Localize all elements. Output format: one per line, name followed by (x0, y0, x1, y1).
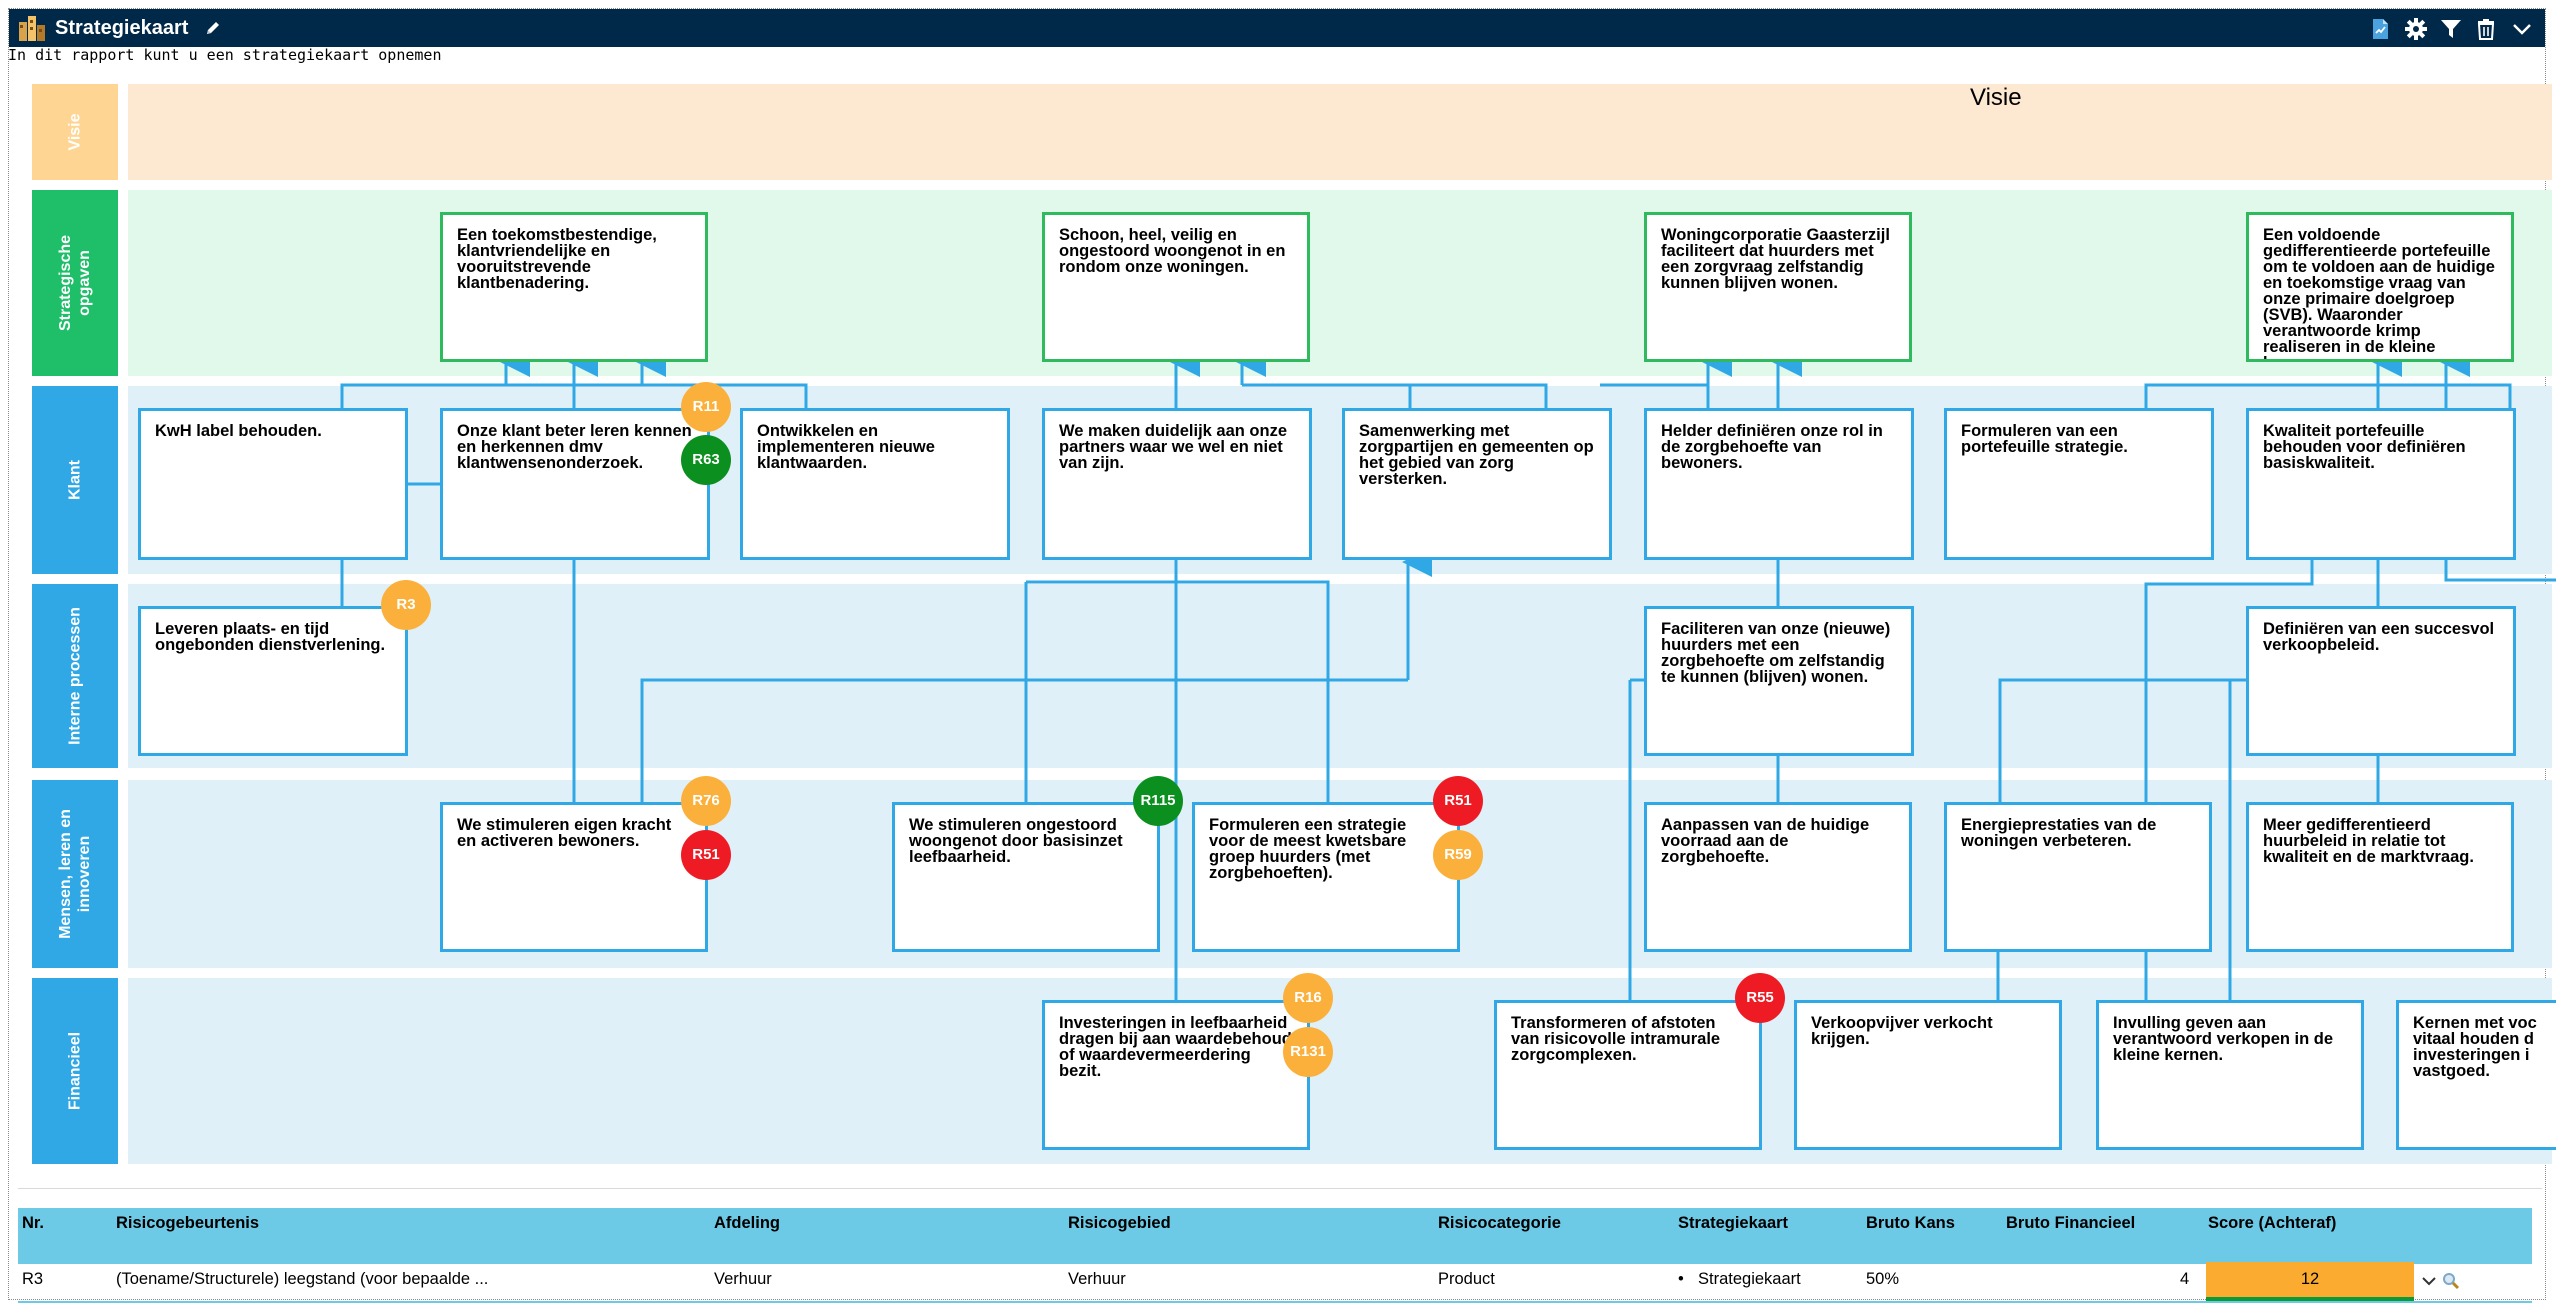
bullet-icon: • (1678, 1270, 1684, 1288)
objective-card[interactable]: Faciliteren van onze (nieuwe) huurders m… (1644, 606, 1914, 756)
risk-badge[interactable]: R16 (1283, 973, 1333, 1023)
goal-card[interactable]: Een toekomstbestendige, klantvriendelijk… (440, 212, 708, 362)
edit-pencil-icon[interactable] (205, 20, 221, 36)
cell-category: Product (1438, 1270, 1495, 1288)
column-header-nr[interactable]: Nr. (22, 1214, 45, 1232)
cell-nr: R3 (22, 1270, 44, 1288)
trash-icon[interactable] (2475, 18, 2497, 40)
risk-badge[interactable]: R115 (1133, 776, 1183, 826)
column-header-gross-probability[interactable]: Bruto Kans (1866, 1214, 1955, 1232)
lane-label-interne-processen: Interne processen (32, 584, 118, 768)
column-header-category[interactable]: Risicocategorie (1438, 1214, 1561, 1232)
objective-card[interactable]: Energieprestaties van de woningen verbet… (1944, 802, 2212, 952)
lane-interne-processen (128, 584, 2552, 768)
column-header-event[interactable]: Risicogebeurtenis (116, 1214, 260, 1232)
goal-card[interactable]: Een voldoende gedifferentieerde portefeu… (2246, 212, 2514, 362)
objective-card[interactable]: Onze klant beter leren kennen en herkenn… (440, 408, 710, 560)
risk-badge[interactable]: R76 (681, 776, 731, 826)
objective-card[interactable]: Samenwerking met zorgpartijen en gemeent… (1342, 408, 1612, 560)
column-header-department[interactable]: Afdeling (714, 1214, 780, 1232)
risk-badge[interactable]: R55 (1735, 973, 1785, 1023)
objective-card[interactable]: Helder definiëren onze rol in de zorgbeh… (1644, 408, 1914, 560)
risk-badge[interactable]: R51 (1433, 776, 1483, 826)
objective-card[interactable]: Invulling geven aan verantwoord verkopen… (2096, 1000, 2364, 1150)
column-header-score[interactable]: Score (Achteraf) (2208, 1214, 2337, 1232)
search-icon[interactable] (2442, 1272, 2460, 1290)
objective-card[interactable]: Meer gedifferentieerd huurbeleid in rela… (2246, 802, 2514, 952)
risk-badge[interactable]: R131 (1283, 1027, 1333, 1077)
column-header-gross-financial[interactable]: Bruto Financieel (2006, 1214, 2136, 1232)
objective-card[interactable]: Kwaliteit portefeuille behouden voor def… (2246, 408, 2516, 560)
table-row[interactable]: R3 (Toename/Structurele) leegstand (voor… (18, 1264, 2532, 1294)
cell-score: 12 (2206, 1262, 2414, 1302)
objective-card[interactable]: We stimuleren ongestoord woongenot door … (892, 802, 1160, 952)
cell-area: Verhuur (1068, 1270, 1126, 1288)
objective-card[interactable]: Aanpassen van de huidige voorraad aan de… (1644, 802, 1912, 952)
cell-gross-financial: 4 (2180, 1270, 2190, 1288)
lane-label-mensen-leren-innoveren: Mensen, leren en innoveren (32, 780, 118, 968)
risk-badge[interactable]: R59 (1433, 830, 1483, 880)
objective-card[interactable]: Formuleren een strategie voor de meest k… (1192, 802, 1460, 952)
table-separator (18, 1188, 2542, 1189)
objective-card[interactable]: Definiëren van een succesvol verkoopbele… (2246, 606, 2516, 756)
risk-badge[interactable]: R51 (681, 830, 731, 880)
cell-strategy-map[interactable]: Strategiekaart (1698, 1270, 1801, 1288)
title-bar: Strategiekaart (9, 9, 2545, 47)
lane-label-klant: Klant (32, 386, 118, 574)
lane-visie (128, 84, 2552, 180)
objective-card[interactable]: KwH label behouden. (138, 408, 408, 560)
chevron-down-icon[interactable] (2511, 18, 2533, 40)
report-description: In dit rapport kunt u een strategiekaart… (8, 46, 442, 64)
document-icon[interactable] (2369, 18, 2391, 40)
cell-gross-probability: 50% (1866, 1270, 1900, 1288)
cell-department: Verhuur (714, 1270, 772, 1288)
objective-card[interactable]: Kernen met voc vitaal houden d investeri… (2396, 1000, 2556, 1150)
risk-table-header: Nr. Risicogebeurtenis Afdeling Risicogeb… (18, 1208, 2532, 1264)
risk-badge[interactable]: R11 (681, 382, 731, 432)
objective-card[interactable]: Verkoopvijver verkocht krijgen. (1794, 1000, 2062, 1150)
filter-icon[interactable] (2440, 18, 2462, 40)
objective-card[interactable]: Investeringen in leefbaarheid dragen bij… (1042, 1000, 1310, 1150)
gear-icon[interactable] (2405, 18, 2427, 40)
lane-label-visie: Visie (32, 84, 118, 180)
goal-card[interactable]: Woningcorporatie Gaasterzijl faciliteert… (1644, 212, 1912, 362)
column-header-strategy-map[interactable]: Strategiekaart (1678, 1214, 1789, 1232)
objective-card[interactable]: We stimuleren eigen kracht en activeren … (440, 802, 708, 952)
cell-event: (Toename/Structurele) leegstand (voor be… (116, 1270, 489, 1288)
risk-badge[interactable]: R3 (381, 580, 431, 630)
objective-card[interactable]: Formuleren van een portefeuille strategi… (1944, 408, 2214, 560)
lane-label-strategische-opgaven: Strategische opgaven (32, 190, 118, 376)
lane-label-financieel: Financieel (32, 978, 118, 1164)
vision-title: Visie (1970, 84, 2022, 111)
chevron-down-icon[interactable] (2420, 1272, 2438, 1290)
window-title: Strategiekaart (55, 17, 189, 39)
goal-card[interactable]: Schoon, heel, veilig en ongestoord woong… (1042, 212, 1310, 362)
objective-card[interactable]: We maken duidelijk aan onze partners waa… (1042, 408, 1312, 560)
app-icon (19, 16, 45, 41)
risk-badge[interactable]: R63 (681, 435, 731, 485)
objective-card[interactable]: Transformeren of afstoten van risicovoll… (1494, 1000, 1762, 1150)
objective-card[interactable]: Ontwikkelen en implementeren nieuwe klan… (740, 408, 1010, 560)
objective-card[interactable]: Leveren plaats- en tijd ongebonden diens… (138, 606, 408, 756)
row-divider (18, 1301, 2532, 1303)
column-header-area[interactable]: Risicogebied (1068, 1214, 1171, 1232)
